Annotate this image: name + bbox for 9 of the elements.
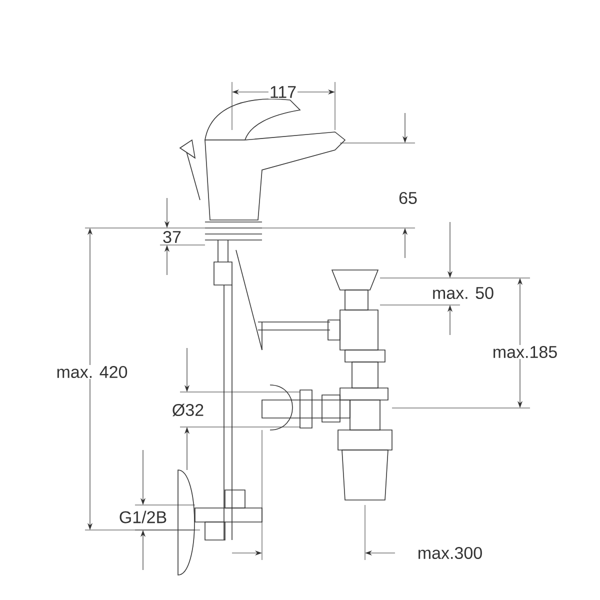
dimension-label: 117 (268, 85, 298, 99)
dimension-label: Ø32 (170, 402, 206, 418)
dimension-label: 65 (398, 190, 418, 206)
dimension-label: max.300 (416, 546, 484, 560)
dimension-label: max. 420 (55, 364, 129, 380)
dimension-label: max.185 (491, 344, 559, 360)
dimension-label: G1/2B (118, 510, 168, 524)
dimension-label: max. 50 (430, 286, 496, 300)
dimension-label: 37 (162, 230, 182, 244)
